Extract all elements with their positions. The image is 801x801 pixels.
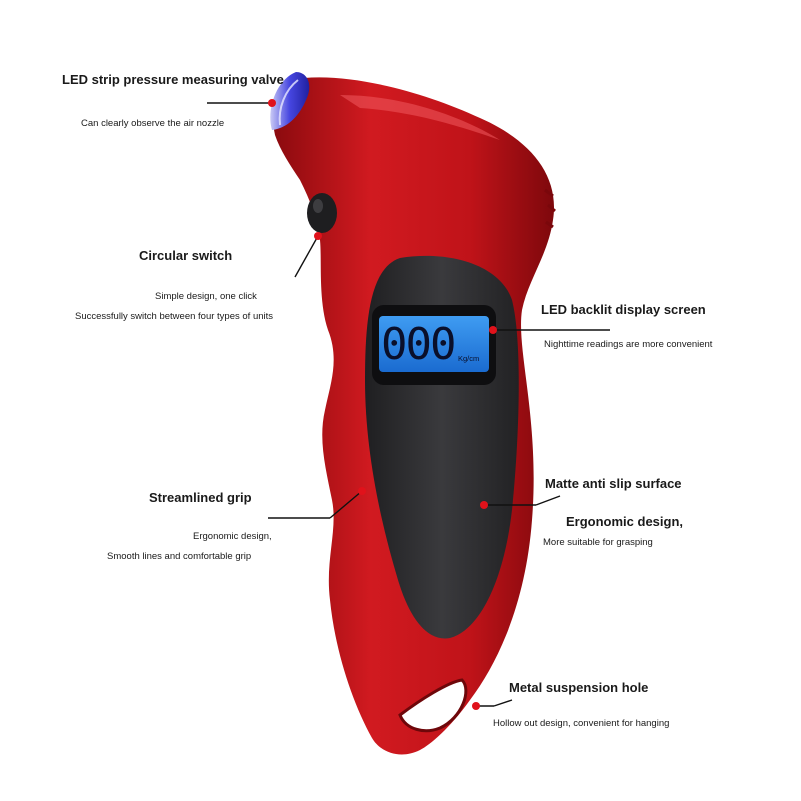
hole-title: Metal suspension hole: [509, 680, 649, 695]
switch-desc-2: Successfully switch between four types o…: [75, 311, 274, 322]
circular-switch-button: [307, 193, 337, 233]
valve-title: LED strip pressure measuring valve: [62, 72, 284, 87]
callout-markers: [268, 99, 497, 710]
surface-desc: More suitable for grasping: [543, 537, 653, 548]
marker-surface: [480, 501, 488, 509]
marker-screen: [489, 326, 497, 334]
switch-title: Circular switch: [139, 248, 233, 263]
grip-ridges: [544, 188, 556, 229]
lcd-unit: Kg/cm: [458, 354, 480, 363]
grip-desc-1: Ergonomic design,: [193, 531, 272, 542]
marker-switch: [314, 232, 322, 240]
body-highlight: [340, 95, 500, 140]
leader-lines: [207, 102, 610, 707]
surface-subtitle: Ergonomic design,: [566, 514, 684, 529]
surface-title: Matte anti slip surface: [545, 476, 682, 491]
hole-desc: Hollow out design, convenient for hangin…: [493, 718, 670, 729]
screen-desc: Nighttime readings are more convenient: [544, 339, 713, 350]
grip-title: Streamlined grip: [149, 490, 252, 505]
marker-valve: [268, 99, 276, 107]
screen-title: LED backlit display screen: [541, 302, 706, 317]
lcd-screen: [379, 316, 489, 372]
lcd-reading: 000: [381, 319, 456, 370]
suspension-hole: [398, 678, 468, 733]
switch-desc-1: Simple design, one click: [155, 291, 257, 302]
marker-hole: [472, 702, 480, 710]
grip-desc-2: Smooth lines and comfortable grip: [107, 551, 252, 562]
valve-desc: Can clearly observe the air nozzle: [81, 118, 225, 129]
marker-grip: [358, 487, 366, 495]
